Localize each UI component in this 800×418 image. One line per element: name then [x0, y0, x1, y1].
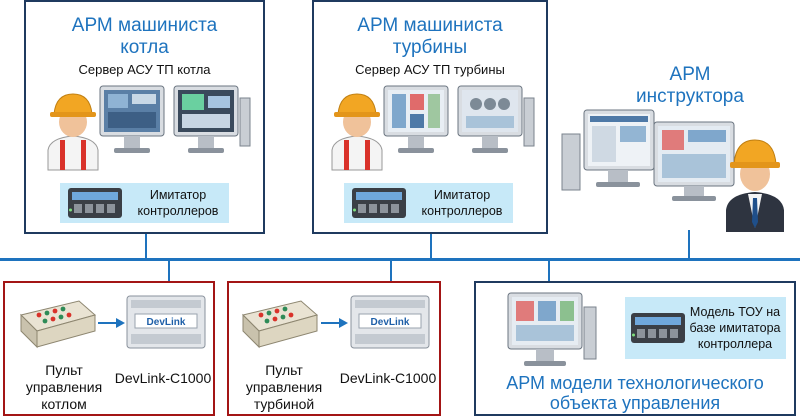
model-ws-title-line2: объекта управления: [549, 393, 721, 413]
turbine-engineer-icon: [331, 93, 383, 171]
boiler-engineer-icon: [47, 93, 99, 171]
instructor-monitors-icon: [561, 109, 735, 201]
boiler-panel-label: Пульт управления котлом: [23, 362, 105, 413]
boiler-panel-line1: Пульт: [45, 362, 83, 378]
turbine-device-label: DevLink-C1000: [339, 370, 437, 386]
instructor-title-line1: АРМ: [669, 64, 711, 85]
turbine-panel-label: Пульт управления турбиной: [241, 362, 327, 413]
model-box-line2: базе имитатора: [689, 321, 781, 335]
bus-drop-model: [548, 260, 550, 300]
bus-drop-devlink-turbine: [390, 260, 392, 298]
boiler-server-label: Сервер АСУ ТП котла: [78, 62, 211, 77]
boiler-workstation-box: АРМ машиниста котла Сервер АСУ ТП котла: [24, 0, 265, 234]
turbine-devlink-logo: DevLink: [371, 317, 410, 328]
turbine-monitors-icon: [383, 85, 535, 153]
control-desk-icon: [242, 300, 319, 349]
instructor-engineer-icon: [726, 139, 784, 232]
bus-drop-instructor: [688, 230, 690, 259]
model-monitor-icon: [507, 292, 597, 366]
turbine-panel-line2: управления: [245, 379, 323, 395]
boiler-devlink-icon: DevLink: [126, 295, 206, 349]
turbine-simulator-panel: Имитатор контроллеров: [344, 183, 513, 223]
turbine-workstation-box: АРМ машиниста турбины Сервер АСУ ТП турб…: [312, 0, 548, 234]
boiler-simulator-panel: Имитатор контроллеров: [60, 183, 229, 223]
model-workstation-box: Модель ТОУ на базе имитатора контроллера…: [474, 281, 796, 416]
turbine-simulator-line2: контроллеров: [421, 204, 503, 218]
monitor-icon: [457, 85, 523, 153]
model-ws-title-line1: АРМ модели технологического: [506, 373, 764, 393]
turbine-panel-line3: турбиной: [253, 396, 315, 412]
boiler-panel-line2: управления: [25, 379, 103, 395]
model-ws-title: АРМ модели технологического объекта упра…: [476, 373, 794, 413]
turbine-arrow-icon: [321, 318, 348, 328]
boiler-arrow-icon: [98, 318, 125, 328]
turbine-ws-title: АРМ машиниста турбины: [314, 15, 546, 59]
monitor-icon: [653, 121, 735, 201]
boiler-simulator-line1: Имитатор: [149, 188, 207, 202]
controller-icon: [352, 188, 406, 218]
boiler-ws-title-line1: АРМ машиниста: [71, 15, 218, 36]
monitor-icon: [99, 85, 165, 153]
turbine-ws-title-line2: турбины: [392, 37, 468, 58]
turbine-simulator-line1: Имитатор: [433, 188, 491, 202]
network-bus: [0, 258, 800, 261]
boiler-ws-title: АРМ машиниста котла: [26, 15, 263, 59]
model-box-line1: Модель ТОУ на: [689, 305, 781, 319]
bus-drop-boiler-ws: [145, 233, 147, 259]
monitor-icon: [583, 109, 655, 187]
turbine-simulator-label: Имитатор контроллеров: [414, 187, 510, 219]
monitor-icon: [173, 85, 239, 153]
boiler-control-box: DevLink Пульт управления котлом DevLink-…: [3, 281, 215, 416]
controller-icon: [68, 188, 122, 218]
monitor-icon: [383, 85, 449, 153]
boiler-monitors-icon: [99, 85, 251, 153]
controller-icon: [631, 313, 685, 343]
turbine-ws-title-line1: АРМ машиниста: [357, 15, 503, 36]
turbine-server-label: Сервер АСУ ТП турбины: [355, 62, 505, 77]
devlink-device-icon: DevLink: [126, 295, 206, 349]
boiler-panel-line3: котлом: [41, 396, 87, 412]
boiler-device-label: DevLink-C1000: [114, 370, 212, 386]
instructor-title: АРМ инструктора: [600, 64, 780, 108]
boiler-devlink-logo: DevLink: [147, 317, 186, 328]
boiler-ws-title-line2: котла: [120, 37, 169, 58]
model-box-line3: контроллера: [697, 337, 773, 351]
turbine-panel-line1: Пульт: [265, 362, 303, 378]
control-desk-icon: [20, 300, 97, 349]
instructor-title-line2: инструктора: [636, 86, 744, 107]
turbine-control-desk-icon: [242, 300, 319, 349]
bus-drop-devlink-boiler: [168, 260, 170, 298]
turbine-control-box: DevLink Пульт управления турбиной DevLin…: [227, 281, 441, 416]
model-simulator-label: Модель ТОУ на базе имитатора контроллера: [687, 304, 783, 352]
bus-drop-turbine-ws: [430, 233, 432, 259]
model-simulator-panel: Модель ТОУ на базе имитатора контроллера: [625, 297, 786, 359]
monitor-icon: [507, 292, 583, 366]
boiler-control-desk-icon: [20, 300, 97, 349]
devlink-device-icon: DevLink: [350, 295, 430, 349]
boiler-simulator-label: Имитатор контроллеров: [130, 187, 226, 219]
boiler-simulator-line2: контроллеров: [137, 204, 219, 218]
turbine-devlink-icon: DevLink: [350, 295, 430, 349]
